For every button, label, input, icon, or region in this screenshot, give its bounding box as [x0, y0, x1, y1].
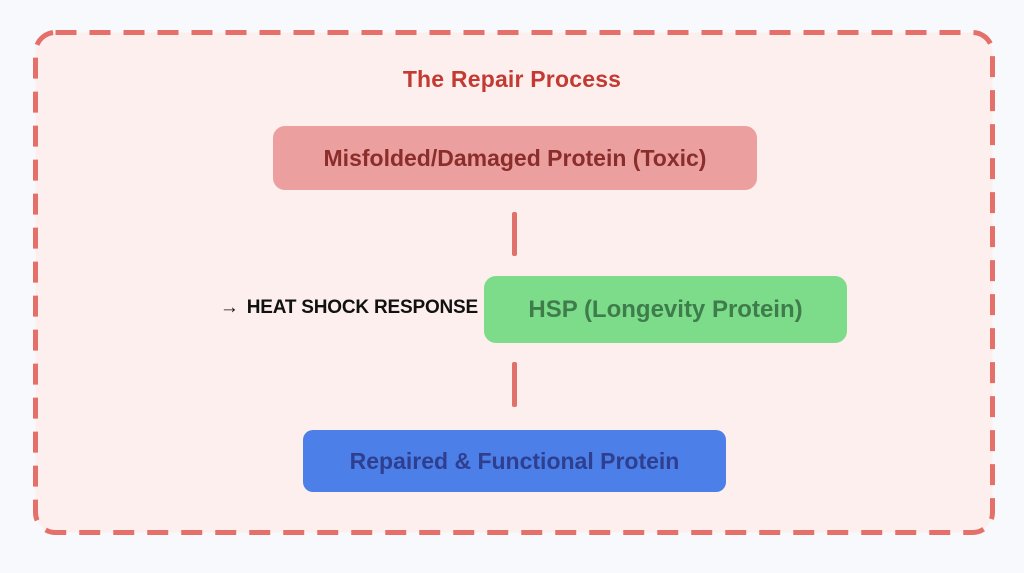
arrow-right-icon: → [219, 297, 239, 318]
heat-shock-response-text: HEAT SHOCK RESPONSE [246, 297, 478, 318]
connector-line-hsp-to-repaired [512, 362, 517, 407]
heat-shock-response-annotation: → HEAT SHOCK RESPONSE [0, 297, 478, 319]
node-misfolded-damaged-protein: Misfolded/Damaged Protein (Toxic) [273, 126, 757, 190]
node-hsp-longevity-protein: HSP (Longevity Protein) [484, 276, 847, 343]
connector-line-misfolded-to-hsp [512, 212, 517, 256]
diagram-title: The Repair Process [402, 66, 622, 92]
node-repaired-functional-protein: Repaired & Functional Protein [303, 430, 726, 492]
